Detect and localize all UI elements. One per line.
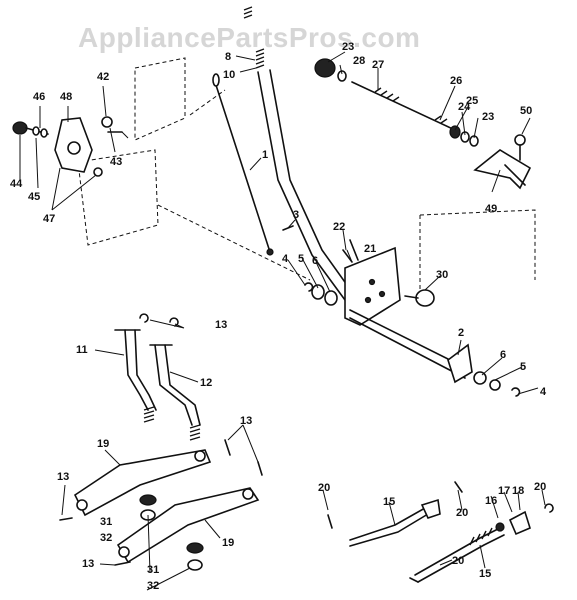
callout-19a: 19 — [97, 438, 109, 450]
callout-28: 28 — [353, 55, 365, 67]
callout-26: 26 — [450, 75, 462, 87]
callout-24: 24 — [458, 101, 471, 113]
callout-20a: 20 — [318, 482, 330, 494]
lift-lever — [243, 6, 353, 301]
callout-3: 3 — [293, 209, 299, 221]
callout-1: 1 — [262, 149, 268, 161]
cross-shaft — [304, 282, 521, 397]
callout-18: 18 — [512, 485, 524, 497]
callout-32b: 32 — [147, 580, 159, 592]
callout-48: 48 — [60, 91, 72, 103]
callout-5b: 5 — [520, 361, 526, 373]
callout-22: 22 — [333, 221, 345, 233]
callout-43: 43 — [110, 156, 122, 168]
callout-17: 17 — [498, 485, 510, 497]
callout-23a: 23 — [342, 41, 354, 53]
callout-20d: 20 — [452, 555, 464, 567]
callout-4a: 4 — [282, 253, 289, 265]
callout-44: 44 — [10, 178, 23, 190]
lower-right-rods — [327, 481, 554, 583]
link-rods — [114, 313, 201, 441]
callout-27: 27 — [372, 59, 384, 71]
callout-16: 16 — [485, 495, 497, 507]
callout-20c: 20 — [534, 481, 546, 493]
callout-13c: 13 — [57, 471, 69, 483]
callout-15b: 15 — [479, 568, 491, 580]
callout-30: 30 — [436, 269, 448, 281]
bracket-49 — [473, 134, 532, 190]
callout-23b: 23 — [482, 111, 494, 123]
watermark: AppliancePartsPros.com — [78, 22, 420, 53]
callout-13b: 13 — [240, 415, 252, 427]
leader-lines — [19, 51, 546, 591]
callout-45: 45 — [28, 191, 40, 203]
callout-20b: 20 — [456, 507, 468, 519]
callout-50: 50 — [520, 105, 532, 117]
callout-49: 49 — [485, 203, 497, 215]
callout-12: 12 — [200, 377, 212, 389]
callout-2: 2 — [458, 327, 464, 339]
callout-21: 21 — [364, 243, 376, 255]
chassis-outline — [77, 57, 536, 300]
knob-30 — [404, 289, 435, 307]
rod-1 — [212, 73, 274, 256]
callout-31b: 31 — [147, 564, 159, 576]
callout-15a: 15 — [383, 496, 395, 508]
callout-10: 10 — [223, 69, 235, 81]
bushings-31-32 — [139, 494, 204, 571]
callout-47: 47 — [43, 213, 55, 225]
callout-8: 8 — [225, 51, 231, 63]
lever-plate — [344, 246, 401, 326]
bracket-assembly — [12, 116, 123, 177]
callout-6a: 6 — [312, 255, 318, 267]
callout-4b: 4 — [540, 386, 547, 398]
callout-25: 25 — [466, 95, 478, 107]
callout-labels: 1 2 3 4 4 5 5 6 6 8 10 11 12 13 13 13 13… — [10, 41, 547, 592]
callout-13a: 13 — [215, 319, 227, 331]
callout-46: 46 — [33, 91, 45, 103]
callout-31a: 31 — [100, 516, 112, 528]
callout-6b: 6 — [500, 349, 506, 361]
pins-3-21-22 — [282, 225, 359, 263]
adjust-rod-assembly — [314, 58, 479, 147]
callout-11: 11 — [76, 344, 88, 356]
callout-13d: 13 — [82, 558, 94, 570]
callout-32a: 32 — [100, 532, 112, 544]
hairpins-13 — [59, 439, 263, 566]
callout-42: 42 — [97, 71, 109, 83]
callout-5a: 5 — [298, 253, 304, 265]
callout-19b: 19 — [222, 537, 234, 549]
